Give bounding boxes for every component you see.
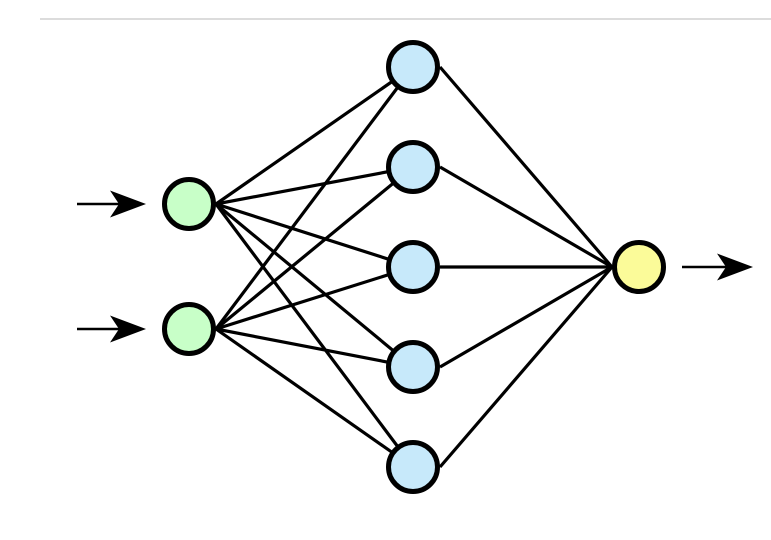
edge-i2-h5: [215, 327, 414, 469]
edge-h5-o1: [438, 265, 614, 469]
output-node-1: [612, 240, 666, 294]
edge-h4-o1: [439, 265, 613, 369]
edge-i2-h2: [214, 165, 415, 331]
edge-i2-h4: [215, 327, 414, 369]
edge-i1-h1: [215, 65, 414, 206]
edge-i1-h4: [214, 202, 415, 369]
top-border-line: [40, 18, 771, 20]
hidden-node-4: [386, 340, 440, 394]
edge-h2-o1: [439, 165, 613, 269]
input-arrow-1-head: [110, 190, 146, 218]
hidden-node-3: [386, 240, 440, 294]
edge-i2-h3: [215, 265, 414, 331]
input-arrow-2-head: [110, 315, 146, 343]
edge-h1-o1: [438, 65, 614, 269]
diagram-canvas: [40, 18, 771, 494]
edge-i1-h3: [215, 202, 414, 269]
hidden-node-5: [386, 440, 440, 494]
hidden-node-1: [386, 40, 440, 94]
edge-i2-h1: [214, 66, 415, 330]
output-arrow-head: [717, 253, 753, 281]
edge-i1-h2: [215, 165, 414, 206]
hidden-node-2: [386, 140, 440, 194]
neural-network-diagram: [40, 16, 771, 524]
input-node-1: [162, 177, 216, 231]
input-node-2: [162, 302, 216, 356]
edge-i1-h5: [214, 203, 415, 468]
